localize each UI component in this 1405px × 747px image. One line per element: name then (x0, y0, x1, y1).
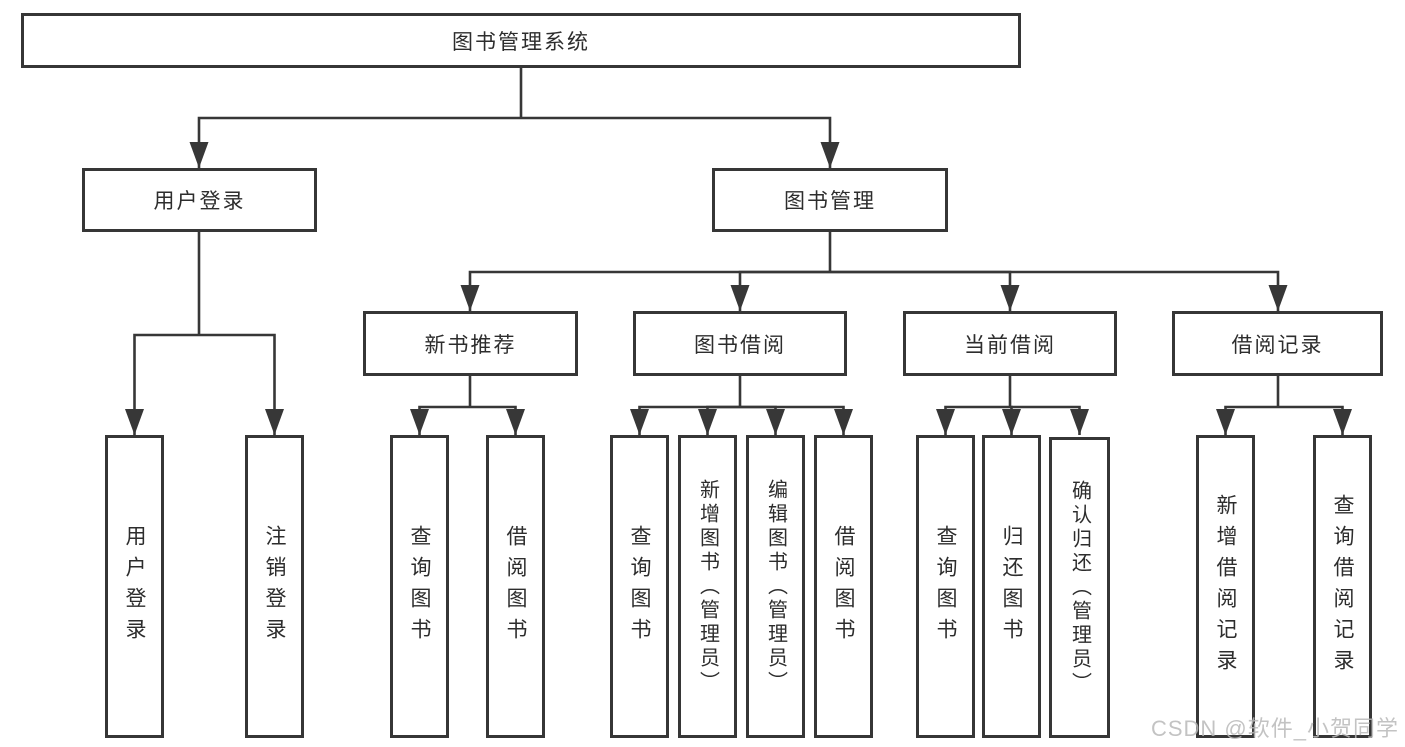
connector-root-to-user-login (189, 116, 521, 168)
leaf-cb-return-books: 归还图书 (982, 435, 1041, 738)
leaf-bb-query-books: 查询图书 (610, 435, 669, 738)
connector-to-cb-return (1002, 405, 1021, 435)
node-book-borrowing: 图书借阅 (633, 311, 847, 376)
leaf-nb-borrow-books: 借阅图书 (486, 435, 545, 738)
connector-root-to-book-mgmt (521, 116, 840, 168)
connector-to-nb-borrow (470, 405, 525, 435)
connector-to-current (830, 270, 1020, 311)
node-user-login: 用户登录 (82, 168, 317, 232)
leaf-cb-query-books: 查询图书 (916, 435, 975, 738)
connector-to-br-query (1278, 405, 1352, 435)
leaf-cb-confirm-return-admin: 确认归还（管理员） (1049, 437, 1110, 738)
leaf-bb-edit-books-admin: 编辑图书（管理员） (746, 435, 805, 738)
connector-to-leaf-logout (199, 333, 284, 435)
leaf-logout-login: 注销登录 (245, 435, 304, 738)
connector-to-br-add (1216, 405, 1278, 435)
node-new-book-recommend: 新书推荐 (363, 311, 578, 376)
connector-to-new-books (460, 270, 830, 311)
connector-to-cb-confirm (1010, 405, 1089, 435)
connector-to-leaf-user-login (125, 333, 199, 435)
connector-to-cb-query (936, 405, 1010, 435)
connector-to-borrowing (730, 270, 830, 311)
node-root-system: 图书管理系统 (21, 13, 1021, 68)
leaf-bb-borrow-books: 借阅图书 (814, 435, 873, 738)
connector-to-bb-edit (740, 405, 785, 435)
connector-to-bb-query (630, 405, 740, 435)
csdn-watermark: CSDN @软件_小贺同学 (1150, 716, 1399, 741)
connector-to-bb-add (698, 405, 740, 435)
connector-to-records (830, 270, 1288, 311)
leaf-br-add-record: 新增借阅记录 (1196, 435, 1255, 738)
leaf-bb-add-books-admin: 新增图书（管理员） (678, 435, 737, 738)
leaf-nb-query-books: 查询图书 (390, 435, 449, 738)
connector-to-bb-borrow (740, 405, 853, 435)
node-borrow-records: 借阅记录 (1172, 311, 1383, 376)
leaf-user-login: 用户登录 (105, 435, 164, 738)
node-current-borrowing: 当前借阅 (903, 311, 1117, 376)
leaf-br-query-record: 查询借阅记录 (1313, 435, 1372, 738)
connector-to-nb-query (410, 405, 470, 435)
node-book-management: 图书管理 (712, 168, 948, 232)
